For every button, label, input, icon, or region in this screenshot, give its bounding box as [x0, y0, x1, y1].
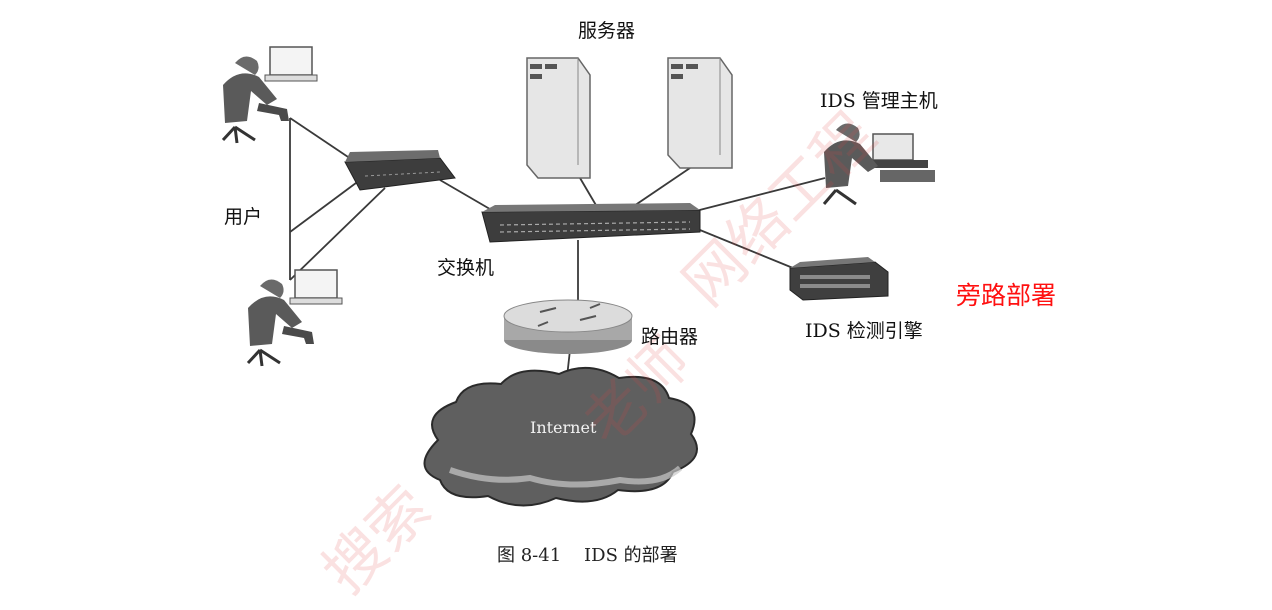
server-icon [667, 57, 733, 169]
ids-manager-label: IDS 管理主机 [820, 90, 938, 112]
figure-caption: 图 8-41 IDS 的部署 [497, 545, 678, 566]
ids-sensor-label: IDS 检测引擎 [805, 320, 923, 342]
servers-label: 服务器 [578, 20, 636, 42]
connection-lines [289, 117, 826, 396]
user-workstation-icon [246, 269, 343, 367]
switch-label: 交换机 [437, 257, 495, 279]
router-icon [503, 299, 633, 354]
switch-icon [481, 203, 701, 243]
internet-label: Internet [530, 418, 597, 437]
bypass-deployment-annotation: 旁路部署 [956, 281, 1057, 310]
hub-icon [344, 150, 456, 191]
cloud-icon [423, 366, 698, 507]
user-workstation-icon [822, 123, 935, 206]
ids-deployment-diagram [221, 46, 935, 507]
ids-sensor-icon [789, 257, 889, 301]
user-workstation-icon [221, 46, 318, 144]
router-label: 路由器 [641, 326, 699, 348]
server-icon [526, 57, 591, 179]
users-label: 用户 [224, 206, 263, 228]
